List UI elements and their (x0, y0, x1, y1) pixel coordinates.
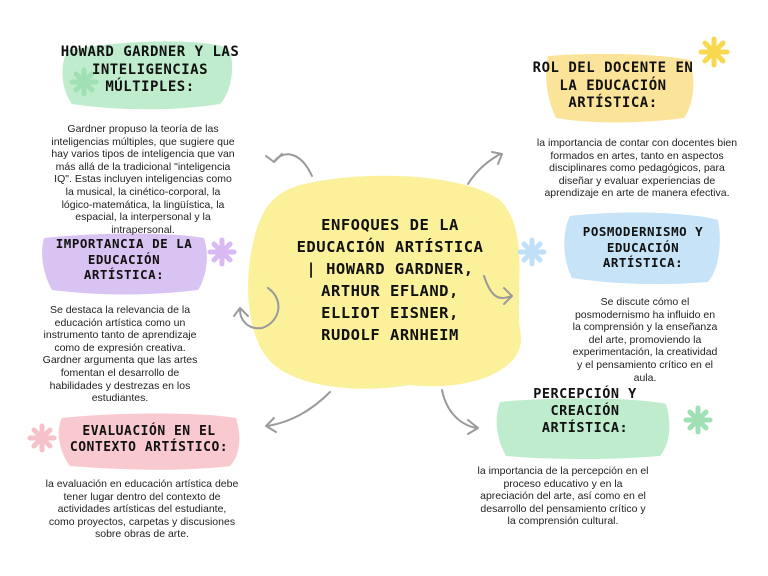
node-docente-text: la importancia de contar con docentes bi… (532, 137, 742, 200)
node-importancia-title: IMPORTANCIA DE LA EDUCACIÓN ARTÍSTICA: (46, 236, 202, 283)
arrow-to-evaluacion (268, 392, 330, 426)
node-evaluacion-title: EVALUACIÓN EN EL CONTEXTO ARTÍSTICO: (62, 424, 236, 457)
star-icon-green-bottom (686, 408, 710, 432)
node-importancia-text: Se destaca la relevancia de la educación… (36, 304, 204, 405)
node-gardner-title: HOWARD GARDNER Y LAS INTELIGENCIAS MÚLTI… (60, 44, 240, 97)
node-posmodernismo-text: Se discute cómo el posmodernismo ha infl… (570, 296, 720, 384)
node-posmodernismo-title: POSMODERNISMO Y EDUCACIÓN ARTÍSTICA: (568, 224, 718, 271)
arrow-to-gardner-head (266, 154, 282, 162)
node-percepcion-title: PERCEPCIÓN Y CREACIÓN ARTÍSTICA: (510, 386, 660, 437)
star-icon-blue (520, 240, 544, 264)
star-icon-pink (30, 426, 54, 450)
node-gardner-text: Gardner propuso la teoría de las intelig… (50, 123, 236, 236)
node-percepcion-text: la importancia de la percepción en el pr… (476, 465, 650, 528)
node-docente-title: ROL DEL DOCENTE EN LA EDUCACIÓN ARTÍSTIC… (528, 60, 698, 113)
star-icon-purple (210, 240, 234, 264)
node-evaluacion-text: la evaluación en educación artística deb… (44, 478, 240, 541)
arrow-to-docente (468, 154, 500, 184)
star-icon-yellow (701, 39, 727, 65)
center-title: ENFOQUES DE LA EDUCACIÓN ARTÍSTICA | HOW… (290, 214, 490, 346)
